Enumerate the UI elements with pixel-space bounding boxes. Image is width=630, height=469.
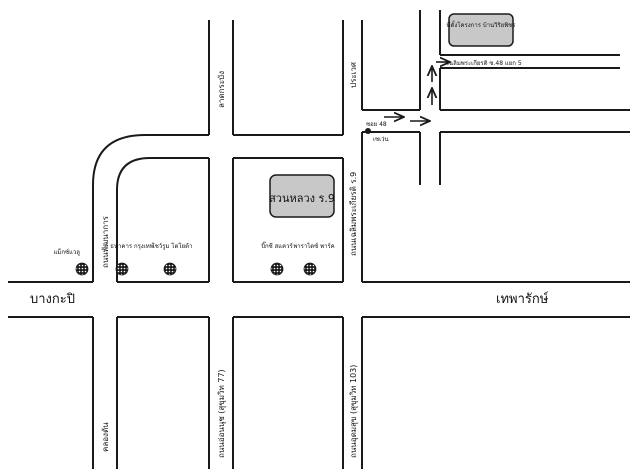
big-c-label: บิ๊กซี สแควร์ <box>261 241 294 250</box>
paradise-marker <box>303 262 317 276</box>
big-c-marker <box>270 262 284 276</box>
seven-eleven-label: เซเว่น <box>373 136 389 143</box>
toyota-label: โชว์รูม โตโยต้า <box>152 242 193 250</box>
chalerm-soi-label: เฉลิมพระเกียรติ ซ.48 แยก 5 <box>447 59 522 67</box>
on-nut-road <box>208 20 234 469</box>
landmarks: แม็กซ์แวลู ธนาคาร กรุงเทพ โชว์รูม โตโยต้… <box>54 241 335 276</box>
bangkok-bank-label: ธนาคาร กรุงเทพ <box>110 243 153 250</box>
makro-marker <box>75 262 89 276</box>
bang-kapi-label: บางกะปิ <box>30 292 75 307</box>
chalerm-prakiat-label: ถนนเฉลิมพระเกียรติ ร.9 <box>349 172 358 256</box>
soi-48-road <box>362 109 420 133</box>
makro-label: แม็กซ์แวลู <box>54 247 81 256</box>
upper-road <box>233 134 343 159</box>
paradise-label: พาราไดซ์ พาร์ค <box>293 242 334 250</box>
suan-luang-box <box>269 174 335 218</box>
theparak-label: เทพารักษ์ <box>496 291 549 307</box>
toyota-marker <box>163 262 177 276</box>
lat-krabang-label: ลาดกระบัง <box>217 71 226 108</box>
pattanakan-road <box>92 134 209 282</box>
project-site-box <box>448 13 514 47</box>
suan-luang-label: สวนหลวง ร.9 <box>269 192 335 205</box>
road-labels: บางกะปิ เทพารักษ์ ถนนพัฒนาการ ลาดกระบัง … <box>30 59 549 458</box>
pracha-vet-label: ประเวศ <box>349 62 358 88</box>
udom-suk-label: ถนนอุดมสุข (สุขุมวิท 103) <box>349 365 358 458</box>
main-road <box>8 281 630 318</box>
bangkok-bank-marker <box>115 262 129 276</box>
project-site: ที่ตั้งโครงการ บ้านวิริยพิชร <box>446 13 516 47</box>
khlong-tan-road <box>92 317 118 469</box>
khlong-tan-label: คลองตัน <box>101 422 110 452</box>
project-soi-road <box>419 10 630 185</box>
on-nut-label: ถนนอ่อนนุช (สุขุมวิท 77) <box>217 369 226 458</box>
pattanakan-label: ถนนพัฒนาการ <box>101 215 110 268</box>
chalerm-prakiat-road <box>342 20 363 469</box>
suan-luang-park: สวนหลวง ร.9 <box>269 174 335 218</box>
route-arrows <box>384 62 450 121</box>
project-site-label: ที่ตั้งโครงการ บ้านวิริยพิชร <box>446 19 516 29</box>
soi-48-label: ซอย 48 <box>366 121 387 128</box>
seven-eleven-marker <box>365 128 371 134</box>
